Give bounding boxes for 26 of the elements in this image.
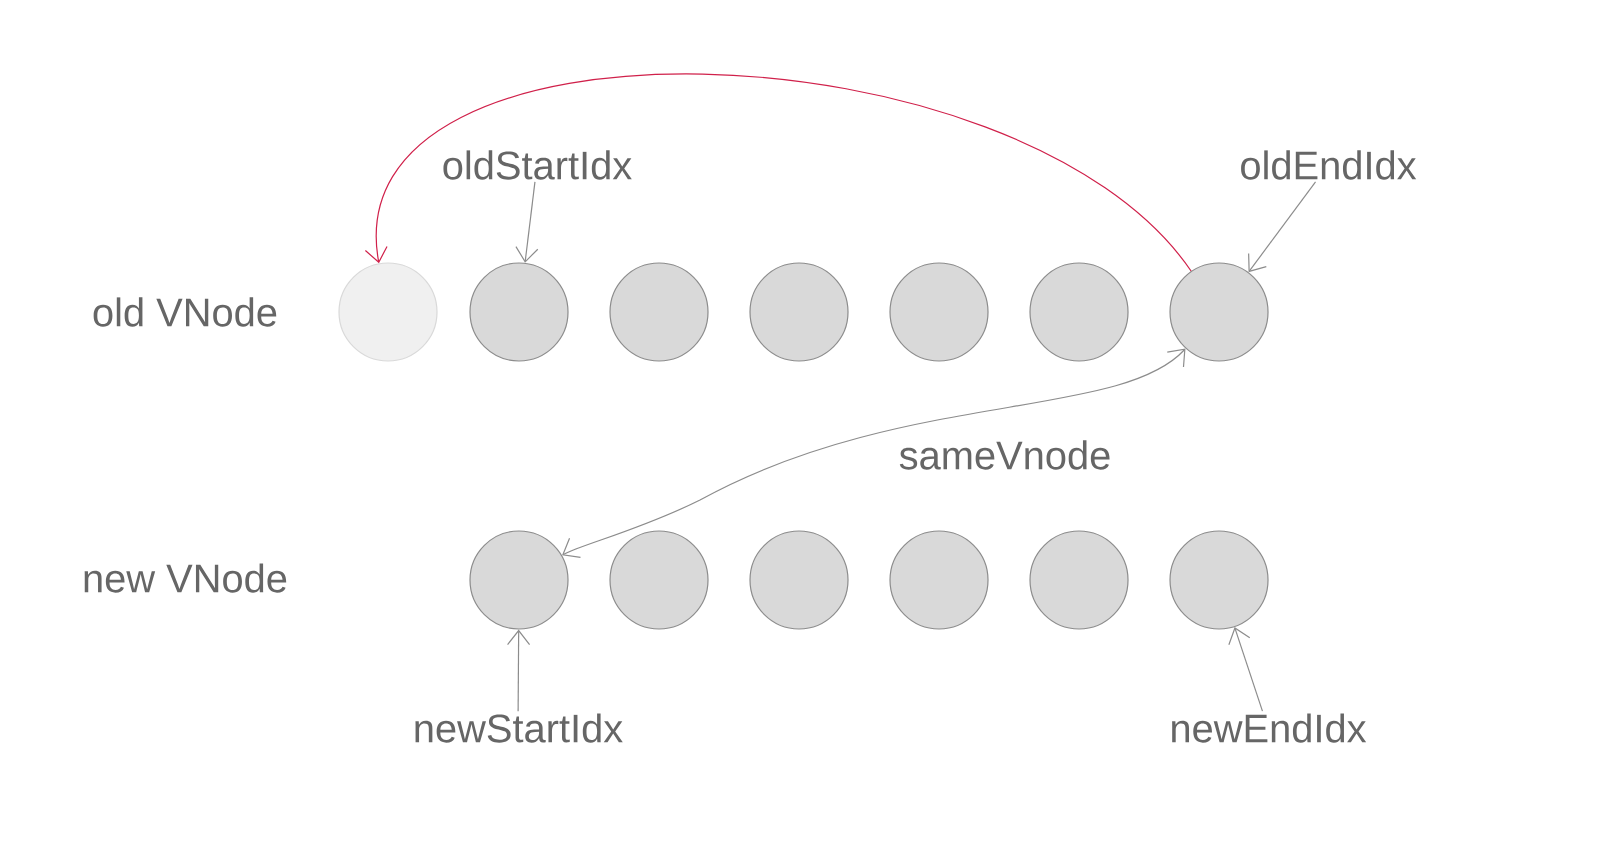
vnode-circle bbox=[889, 262, 989, 362]
vnode-circle bbox=[469, 262, 569, 362]
curved-arrow bbox=[562, 348, 1186, 558]
edge-label: sameVnode bbox=[897, 439, 1113, 471]
vnode-circle bbox=[749, 262, 849, 362]
leader-line bbox=[506, 629, 531, 712]
leader-line bbox=[1248, 181, 1317, 273]
faded-circle bbox=[338, 262, 438, 362]
vnode-circle bbox=[1169, 530, 1269, 630]
index-label: newStartIdx bbox=[415, 713, 623, 743]
index-label: oldStartIdx bbox=[443, 150, 632, 180]
vnode-circle bbox=[1169, 262, 1269, 362]
index-label: newEndIdx bbox=[1172, 713, 1367, 743]
vnode-circle bbox=[1029, 530, 1129, 630]
leader-line bbox=[515, 181, 539, 263]
row-label: old VNode bbox=[93, 297, 277, 327]
vnode-circle bbox=[469, 530, 569, 630]
vnode-circle bbox=[749, 530, 849, 630]
leader-line bbox=[1228, 627, 1264, 712]
vnode-circle bbox=[1029, 262, 1129, 362]
index-label: oldEndIdx bbox=[1241, 150, 1417, 180]
vnode-circle bbox=[889, 530, 989, 630]
vnode-circle bbox=[609, 262, 709, 362]
curved-arrow bbox=[364, 73, 1192, 272]
vnode-circle bbox=[609, 530, 709, 630]
row-label: new VNode bbox=[84, 563, 287, 593]
